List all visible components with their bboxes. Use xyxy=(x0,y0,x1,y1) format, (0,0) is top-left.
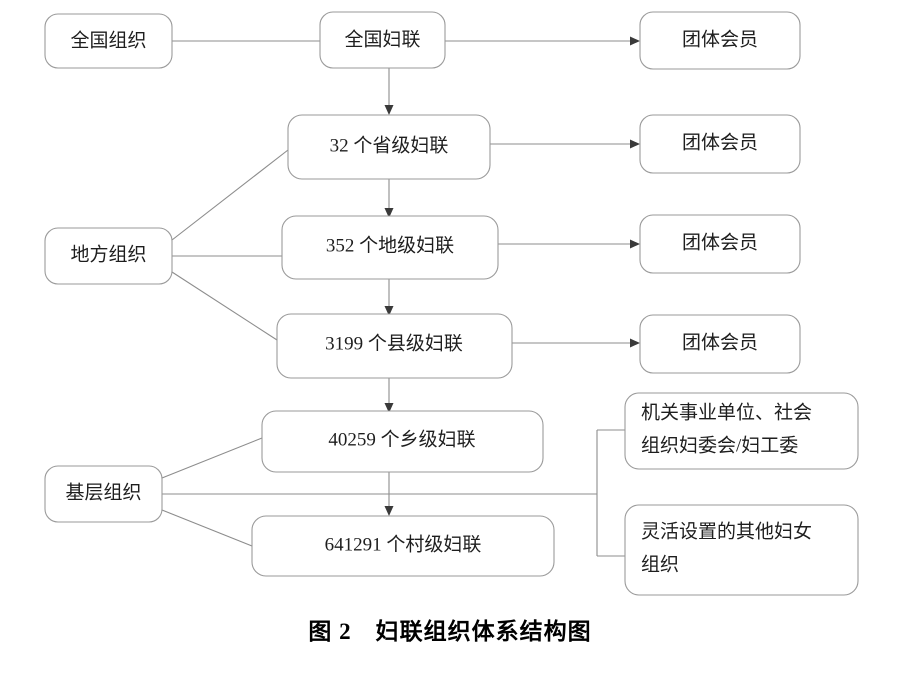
node-member-1-box[interactable] xyxy=(639,11,801,70)
node-aux-government-units-label-line2: 组织妇委会/妇工委 xyxy=(641,434,798,456)
node-grassroots-category-label: 基层组织 xyxy=(65,481,141,503)
arrowhead-to-member-2 xyxy=(630,139,640,149)
node-member-3-box[interactable] xyxy=(639,214,801,274)
arrowhead-to-county xyxy=(384,306,394,316)
node-national-category-label: 全国组织 xyxy=(70,29,146,51)
node-member-1-label: 团体会员 xyxy=(682,28,758,50)
node-member-2-box[interactable] xyxy=(639,114,801,174)
node-aux-government-units[interactable]: 机关事业单位、社会 组织妇委会/妇工委 xyxy=(624,392,859,470)
node-member-2[interactable]: 团体会员 xyxy=(639,114,801,174)
node-aux-flexible-orgs[interactable]: 灵活设置的其他妇女 组织 xyxy=(624,504,859,596)
arrowhead-to-member-1 xyxy=(630,36,640,46)
arrowhead-to-prefecture xyxy=(384,208,394,218)
node-national-body-label: 全国妇联 xyxy=(344,28,420,50)
node-member-1[interactable]: 团体会员 xyxy=(639,11,801,70)
node-aux-flexible-orgs-box[interactable] xyxy=(624,504,859,596)
arrowhead-to-member-3 xyxy=(630,239,640,249)
connector-local-to-province xyxy=(171,149,289,241)
node-aux-flexible-orgs-label-line2: 组织 xyxy=(641,553,679,575)
connector-local-to-county xyxy=(171,271,278,341)
node-local-category-label: 地方组织 xyxy=(70,243,146,265)
node-member-2-label: 团体会员 xyxy=(682,131,758,153)
figure-caption: 图 2 妇联组织体系结构图 xyxy=(308,619,592,644)
node-village-box[interactable] xyxy=(251,515,555,577)
node-national-body-box[interactable] xyxy=(319,11,446,69)
node-prefecture-box[interactable] xyxy=(281,215,499,280)
node-member-4-box[interactable] xyxy=(639,314,801,374)
node-village[interactable]: 641291 个村级妇联 xyxy=(251,515,555,577)
arrowhead-to-province xyxy=(384,105,394,115)
node-prefecture[interactable]: 352 个地级妇联 xyxy=(281,215,499,280)
node-member-4-label: 团体会员 xyxy=(682,331,758,353)
node-township-box[interactable] xyxy=(261,410,544,473)
node-township[interactable]: 40259 个乡级妇联 xyxy=(261,410,544,473)
node-county-label: 3199 个县级妇联 xyxy=(325,332,463,354)
connector-grassroots-to-township xyxy=(161,437,263,479)
arrowhead-to-village xyxy=(384,506,394,516)
node-township-label: 40259 个乡级妇联 xyxy=(328,428,475,450)
node-province-label: 32 个省级妇联 xyxy=(330,134,449,156)
node-grassroots-category[interactable]: 基层组织 xyxy=(44,465,163,523)
node-member-4[interactable]: 团体会员 xyxy=(639,314,801,374)
node-member-3-label: 团体会员 xyxy=(682,231,758,253)
node-county-box[interactable] xyxy=(276,313,513,379)
node-national-category[interactable]: 全国组织 xyxy=(44,13,173,69)
node-member-3[interactable]: 团体会员 xyxy=(639,214,801,274)
arrowhead-to-member-4 xyxy=(630,338,640,348)
node-local-category[interactable]: 地方组织 xyxy=(44,227,173,285)
node-province-box[interactable] xyxy=(287,114,491,180)
node-village-label: 641291 个村级妇联 xyxy=(325,533,482,555)
node-national-body[interactable]: 全国妇联 xyxy=(319,11,446,69)
node-grassroots-category-box[interactable] xyxy=(44,465,163,523)
node-aux-flexible-orgs-label-line1: 灵活设置的其他妇女 xyxy=(641,520,812,542)
connector-layer xyxy=(161,36,640,557)
arrowhead-to-township xyxy=(384,403,394,413)
node-aux-government-units-box[interactable] xyxy=(624,392,859,470)
node-local-category-box[interactable] xyxy=(44,227,173,285)
node-national-category-box[interactable] xyxy=(44,13,173,69)
node-county[interactable]: 3199 个县级妇联 xyxy=(276,313,513,379)
node-aux-government-units-label-line1: 机关事业单位、社会 xyxy=(641,401,812,423)
node-province[interactable]: 32 个省级妇联 xyxy=(287,114,491,180)
connector-grassroots-to-village xyxy=(161,509,253,547)
node-prefecture-label: 352 个地级妇联 xyxy=(326,234,454,256)
